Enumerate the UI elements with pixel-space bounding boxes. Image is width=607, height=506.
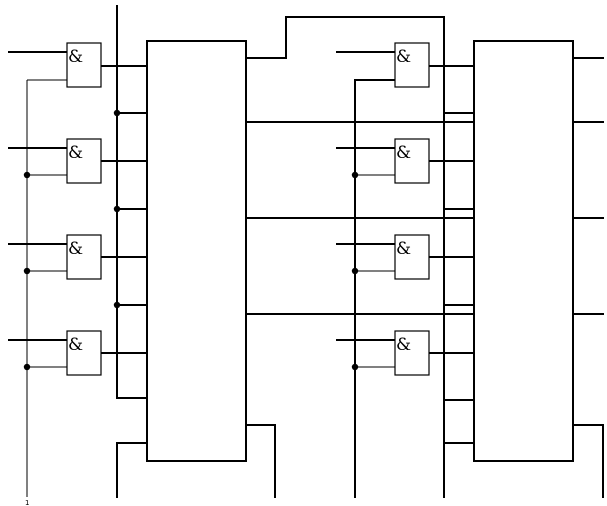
junction-dot xyxy=(351,267,359,275)
left-and-gate-2: & xyxy=(66,138,102,184)
right-and-gate-1: & xyxy=(394,42,430,88)
interconnect-top-loop xyxy=(245,16,445,498)
junction-dot xyxy=(113,205,121,213)
right-and-gate-4: & xyxy=(394,330,430,376)
gate-label: & xyxy=(396,335,411,355)
footer-mark: 1 xyxy=(25,499,29,506)
right-block-bottom-output xyxy=(572,424,604,498)
gate-label: & xyxy=(68,47,83,67)
gate-label: & xyxy=(396,143,411,163)
junction-dot xyxy=(351,171,359,179)
left-block-bottom-input xyxy=(116,442,148,498)
gate-label: & xyxy=(396,239,411,259)
left-and-gate-4: & xyxy=(66,330,102,376)
left-and-gate-3: & xyxy=(66,234,102,280)
gate-label: & xyxy=(68,143,83,163)
left-register-block xyxy=(146,40,247,462)
left-and-gate-1: & xyxy=(66,42,102,88)
junction-dot xyxy=(351,363,359,371)
right-and-gate-3: & xyxy=(394,234,430,280)
right-and-gate-2: & xyxy=(394,138,430,184)
gate-label: & xyxy=(68,239,83,259)
junction-dot xyxy=(113,301,121,309)
junction-dot xyxy=(113,109,121,117)
gate-label: & xyxy=(396,47,411,67)
junction-dot xyxy=(23,363,31,371)
left-block-bottom-output xyxy=(245,424,276,498)
right-vertical-rail xyxy=(354,79,396,498)
junction-dot xyxy=(23,267,31,275)
right-register-block xyxy=(473,40,574,462)
junction-dot xyxy=(23,171,31,179)
gate-label: & xyxy=(68,335,83,355)
